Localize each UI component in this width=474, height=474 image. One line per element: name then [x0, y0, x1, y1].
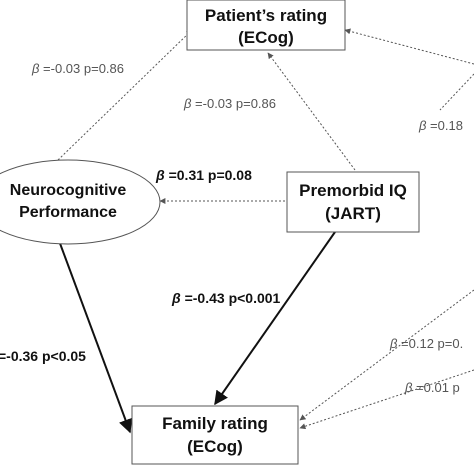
label-neuro-to-family: =-0.36 p<0.05 [0, 348, 86, 364]
arrow-right-to-patient-a [344, 28, 474, 65]
arrow-right-to-family-1 [299, 289, 474, 421]
arrow-right-to-family-2 [299, 369, 474, 430]
node-premorbid-iq-line1: Premorbid IQ [299, 181, 407, 200]
arrow-iq-to-patient [267, 52, 356, 171]
label-right-to-family-2: β =0.01 p [404, 380, 460, 395]
arrow-neuro-to-patient [57, 29, 193, 161]
node-neurocognitive-ellipse [0, 159, 161, 245]
node-patient-rating-box [186, 0, 346, 51]
label-right-to-patient: β =0.18 [418, 118, 463, 133]
label-iq-to-family: β =-0.43 p<0.001 [171, 290, 281, 306]
node-neurocognitive-line2: Performance [19, 204, 117, 221]
arrow-neuro-to-family [57, 237, 133, 434]
arrow-iq-to-family [214, 231, 336, 406]
node-family-rating-line1: Family rating [162, 414, 268, 433]
label-iq-to-neuro: β =0.31 p=0.08 [155, 167, 252, 183]
node-neurocognitive-line1: Neurocognitive [10, 182, 127, 199]
node-patient-rating-line2: (ECog) [238, 28, 294, 47]
label-right-to-family-1: β =0.12 p=0. [389, 336, 463, 351]
label-iq-to-patient: β =-0.03 p=0.86 [183, 96, 276, 111]
node-premorbid-iq-line2: (JART) [325, 204, 381, 223]
label-neuro-to-patient: β =-0.03 p=0.86 [31, 61, 124, 76]
node-patient-rating-line1: Patient’s rating [205, 6, 327, 25]
arrow-right-to-patient-b [439, 73, 474, 111]
node-premorbid-iq-box [286, 171, 420, 233]
node-family-rating-line2: (ECog) [187, 437, 243, 456]
node-family-rating-box [131, 405, 299, 465]
